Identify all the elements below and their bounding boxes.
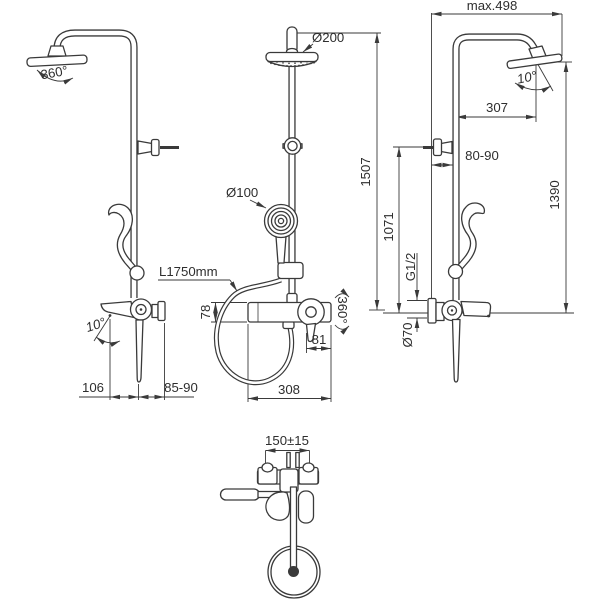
label-spout-swivel: 360° [335,296,350,323]
right-hand-shower [447,202,486,280]
label-dim-81: 81 [312,332,327,347]
left-riser-pipe [53,29,138,298]
spray-nozzles [270,61,315,67]
front-hand-shower [263,203,304,280]
front-dimensions [158,32,385,402]
left-dimensions [36,69,194,400]
label-hose-length: L1750mm [159,264,218,279]
right-wall-bracket [423,138,453,157]
label-dim-78: 78 [198,305,213,320]
right-dimensions [383,11,574,332]
view-right-side: max.498 10° 307 80-90 1390 1071 G1/2 Ø70 [381,0,574,383]
view-front: Ø200 Ø100 L1750mm 78 81 308 360° 1507 [158,26,385,402]
label-dim-1507: 1507 [358,157,373,186]
view-top: 150±15 [219,433,321,599]
top-handle [219,488,261,501]
label-dim-80-90: 80-90 [465,148,499,163]
label-head-tilt: 10° [516,68,539,87]
left-shower-head [26,45,88,68]
top-supply-pipes [286,451,300,469]
left-mixer-faucet [100,298,166,383]
label-dim-1071: 1071 [381,212,396,241]
label-dim-307: 307 [486,100,508,115]
right-shower-head [506,45,563,70]
label-dim-85-90: 85-90 [164,380,198,395]
top-mixer-faucet [219,462,320,524]
front-slider-ring [282,137,303,155]
top-riser [289,486,298,568]
right-mixer-faucet [427,297,492,383]
label-thread-size: G1/2 [403,253,418,282]
label-dim-1390: 1390 [547,180,562,209]
left-wall-bracket [137,138,179,157]
left-hand-shower [107,203,145,281]
label-hand-shower-diameter: Ø100 [226,185,258,200]
label-head-swivel-left: 360° [39,63,68,83]
label-spout-angle-left: 10° [84,315,108,335]
front-shower-head [265,26,319,68]
front-mixer-faucet [247,292,332,343]
label-escutcheon-diameter: Ø70 [400,323,415,348]
top-spout [265,491,291,521]
label-dim-106: 106 [82,380,104,395]
view-left-side: 360° 10° 106 85-90 [26,29,198,400]
label-dim-308: 308 [278,382,300,397]
top-shower-holder [297,490,315,524]
top-shower-head-circle [267,486,321,599]
front-hose [213,277,295,386]
label-max-498: max.498 [467,0,518,13]
label-head-diameter: Ø200 [312,30,344,45]
label-connection-spacing: 150±15 [265,433,309,448]
right-riser-pipe [452,33,542,300]
